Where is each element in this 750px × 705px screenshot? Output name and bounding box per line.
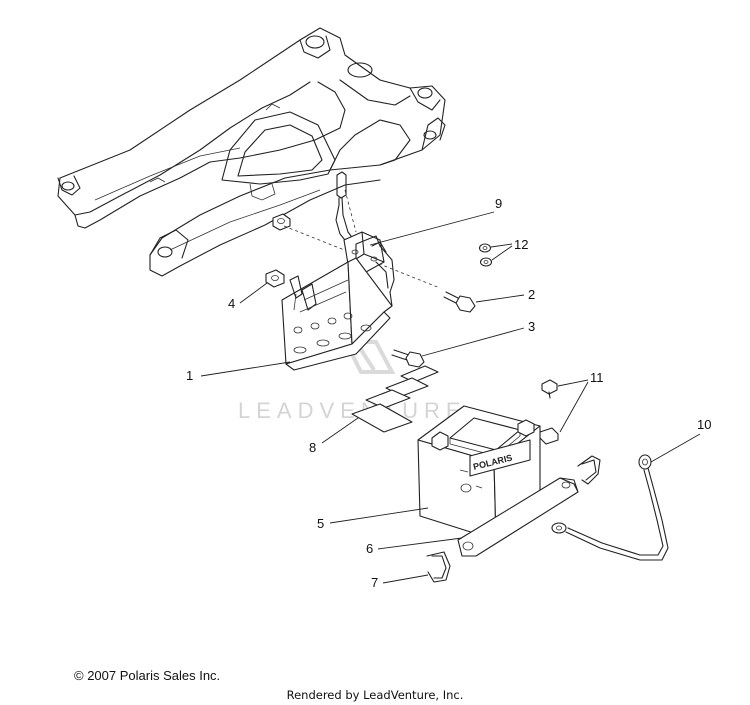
leader-6 (377, 537, 463, 550)
alignment-line (344, 189, 357, 233)
terminal-screws (539, 379, 559, 445)
callout-4: 4 (228, 296, 235, 311)
callouts: 1 2 3 4 5 6 7 8 9 10 11 12 (186, 196, 711, 590)
hold-down-strap (457, 477, 579, 557)
leader-9 (369, 211, 495, 246)
leader-11 (557, 379, 589, 433)
pads (351, 365, 439, 433)
washers (478, 243, 493, 267)
leader-10 (650, 433, 701, 463)
callout-1: 1 (186, 368, 193, 383)
nut (265, 269, 285, 288)
leader-5 (329, 507, 429, 524)
callout-12: 12 (514, 237, 528, 252)
callout-2: 2 (528, 287, 535, 302)
regulator (335, 171, 385, 273)
callout-5: 5 (317, 516, 324, 531)
callout-8: 8 (309, 440, 316, 455)
battery-bracket (281, 235, 395, 371)
bolt-long (443, 291, 476, 313)
copyright-text: © 2007 Polaris Sales Inc. (74, 668, 221, 683)
frame (57, 27, 446, 277)
callout-3: 3 (528, 319, 535, 334)
leader-1 (200, 361, 291, 377)
callout-10: 10 (697, 417, 711, 432)
callout-7: 7 (371, 575, 378, 590)
leader-4 (239, 282, 268, 304)
leader-7 (382, 574, 429, 584)
leader-12 (490, 243, 513, 261)
bolt-short (391, 349, 425, 368)
leader-8 (321, 417, 359, 444)
callout-6: 6 (366, 541, 373, 556)
callout-9: 9 (495, 196, 502, 211)
rendered-by-text: Rendered by LeadVenture, Inc. (286, 688, 464, 702)
battery-cable (551, 454, 669, 561)
leader-3 (421, 327, 525, 357)
leader-2 (475, 294, 525, 303)
watermark: LEADVENTURE (238, 340, 467, 423)
alignment-line (283, 225, 441, 289)
watermark-text: LEADVENTURE (238, 398, 467, 423)
callout-11: 11 (590, 370, 604, 385)
strap-hooks (426, 455, 601, 583)
